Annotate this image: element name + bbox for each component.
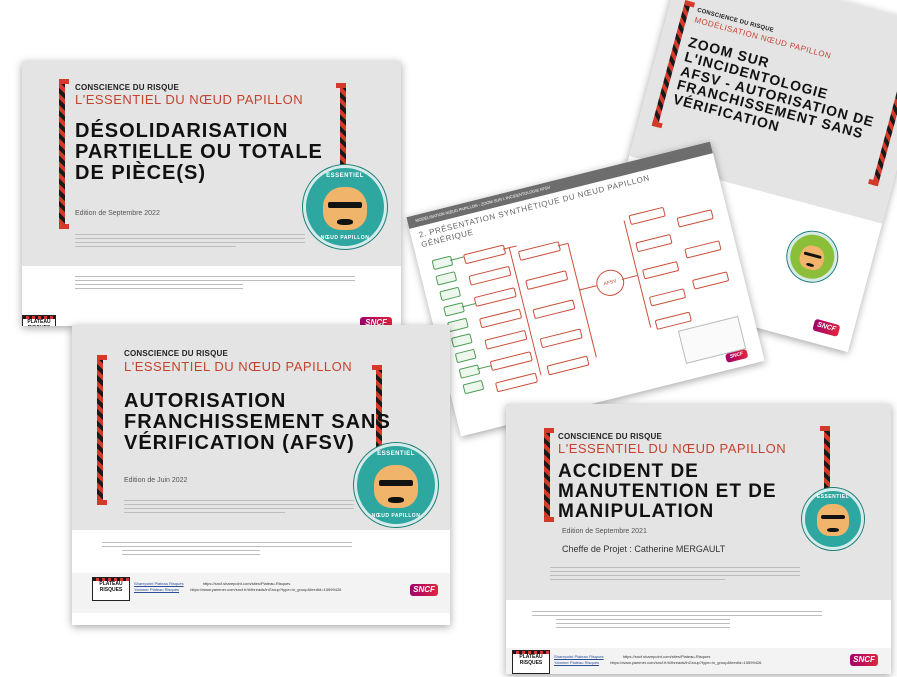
doc-card-afsv: CONSCIENCE DU RISQUE L'ESSENTIEL DU NŒUD…	[72, 325, 450, 625]
yammer-url: https://www.yammer.com/sncf.fr/#/threads…	[190, 587, 342, 592]
contacts-text	[532, 608, 822, 631]
diagram-consequence-node	[635, 233, 673, 253]
doc-title: ACCIDENT DE MANUTENTION ET DE MANIPULATI…	[558, 461, 777, 523]
doc-kicker: CONSCIENCE DU RISQUE	[558, 432, 663, 441]
diagram-connector	[461, 303, 476, 308]
diagram-cause-node	[450, 333, 473, 348]
essentiel-badge: ESSENTIEL	[802, 488, 864, 550]
diagram-connector	[477, 365, 491, 370]
bracket-left	[97, 355, 107, 505]
diagram-cause-node	[435, 271, 458, 286]
doc-card-diagram: MODÉLISATION NŒUD PAPILLON - ZOOM SUR L'…	[406, 141, 765, 437]
intro-text	[124, 497, 354, 516]
diagram-barrier-node	[525, 270, 569, 291]
diagram-barrier-node	[539, 328, 583, 349]
sharepoint-url: https://sncf.sharepoint.com/sites/Platea…	[622, 654, 711, 659]
diagram-barrier-node	[517, 241, 562, 261]
project-lead: Cheffe de Projet : Catherine MERGAULT	[562, 544, 726, 554]
diagram-cause-node	[458, 364, 481, 379]
bracket-left	[59, 79, 69, 229]
diagram-barrier-node	[546, 355, 590, 376]
diagram-consequence-node	[642, 261, 680, 280]
diagram-barrier-node	[473, 287, 517, 307]
sharepoint-url: https://sncf.sharepoint.com/sites/Platea…	[202, 581, 291, 586]
diagram-barrier-node	[484, 329, 528, 350]
diagram-consequence-node	[648, 288, 687, 307]
doc-title: AUTORISATION FRANCHISSEMENT SANS VÉRIFIC…	[124, 390, 391, 455]
diagram-barrier-node	[494, 372, 539, 393]
diagram-consequence-node	[691, 271, 730, 290]
doc-card-accident-manutention: CONSCIENCE DU RISQUE L'ESSENTIEL DU NŒUD…	[506, 404, 891, 674]
doc-card-desolidarisation: CONSCIENCE DU RISQUE L'ESSENTIEL DU NŒUD…	[22, 61, 401, 326]
yammer-link[interactable]: Yammer Plateau Risques	[554, 660, 600, 665]
diagram-consequence-node	[654, 311, 692, 330]
footer-links: Sharepoint Plateau Risques https://sncf.…	[554, 654, 761, 666]
diagram-cause-node	[439, 286, 462, 302]
contacts-text	[75, 273, 355, 292]
diagram-cause-node	[443, 302, 465, 317]
doc-kicker: CONSCIENCE DU RISQUE	[124, 349, 229, 358]
diagram-central-event: AFSV	[593, 266, 627, 299]
diagram-barrier-node	[532, 299, 576, 320]
sncf-logo: SNCF	[812, 318, 841, 337]
plateau-risques-logo: PLATEAU RISQUES	[512, 650, 550, 674]
diagram-cause-node	[454, 348, 477, 364]
essentiel-badge	[781, 226, 843, 288]
doc-series: L'ESSENTIEL DU NŒUD PAPILLON	[75, 92, 304, 107]
doc-series: L'ESSENTIEL DU NŒUD PAPILLON	[124, 359, 353, 374]
doc-series: L'ESSENTIEL DU NŒUD PAPILLON	[558, 441, 787, 456]
edition-date: Edition de Septembre 2021	[562, 528, 647, 535]
sncf-logo: SNCF	[360, 317, 392, 326]
edition-date: Edition de Septembre 2022	[75, 210, 160, 217]
intro-text	[75, 231, 305, 250]
edition-date: Edition de Juin 2022	[124, 477, 188, 484]
diagram-barrier-node	[479, 308, 523, 329]
diagram-consequence-node	[628, 206, 666, 226]
sharepoint-link[interactable]: Sharepoint Plateau Risques	[134, 581, 184, 586]
plateau-risques-logo: PLATEAU RISQUES	[92, 577, 130, 601]
intro-text	[550, 564, 800, 583]
essentiel-badge: ESSENTIEL NŒUD PAPILLON	[354, 443, 438, 527]
sncf-logo: SNCF	[410, 584, 438, 596]
plateau-risques-logo: PLATEAU RISQUES	[22, 315, 56, 326]
sncf-logo: SNCF	[850, 654, 878, 666]
diagram-cause-node	[446, 317, 469, 333]
sharepoint-link[interactable]: Sharepoint Plateau Risques	[554, 654, 604, 659]
diagram-barrier-node	[463, 244, 507, 265]
contacts-text	[102, 539, 352, 558]
diagram-barrier-node	[489, 351, 533, 372]
doc-title: DÉSOLIDARISATION PARTIELLE OU TOTALE DE …	[75, 120, 323, 185]
doc-kicker: CONSCIENCE DU RISQUE	[75, 83, 180, 92]
bracket-left	[544, 428, 554, 522]
diagram-cause-node	[462, 379, 485, 395]
diagram-cause-node	[431, 255, 454, 271]
diagram-connector	[578, 285, 597, 291]
diagram-barrier-node	[468, 265, 512, 286]
diagram-connector	[449, 256, 464, 261]
yammer-url: https://www.yammer.com/sncf.fr/#/threads…	[610, 660, 762, 665]
diagram-consequence-node	[684, 240, 722, 259]
essentiel-badge: ESSENTIEL NŒUD PAPILLON	[303, 165, 387, 249]
footer-links: Sharepoint Plateau Risques https://sncf.…	[134, 581, 341, 593]
yammer-link[interactable]: Yammer Plateau Risques	[134, 587, 180, 592]
diagram-connector	[621, 275, 638, 280]
diagram-consequence-node	[676, 209, 714, 228]
